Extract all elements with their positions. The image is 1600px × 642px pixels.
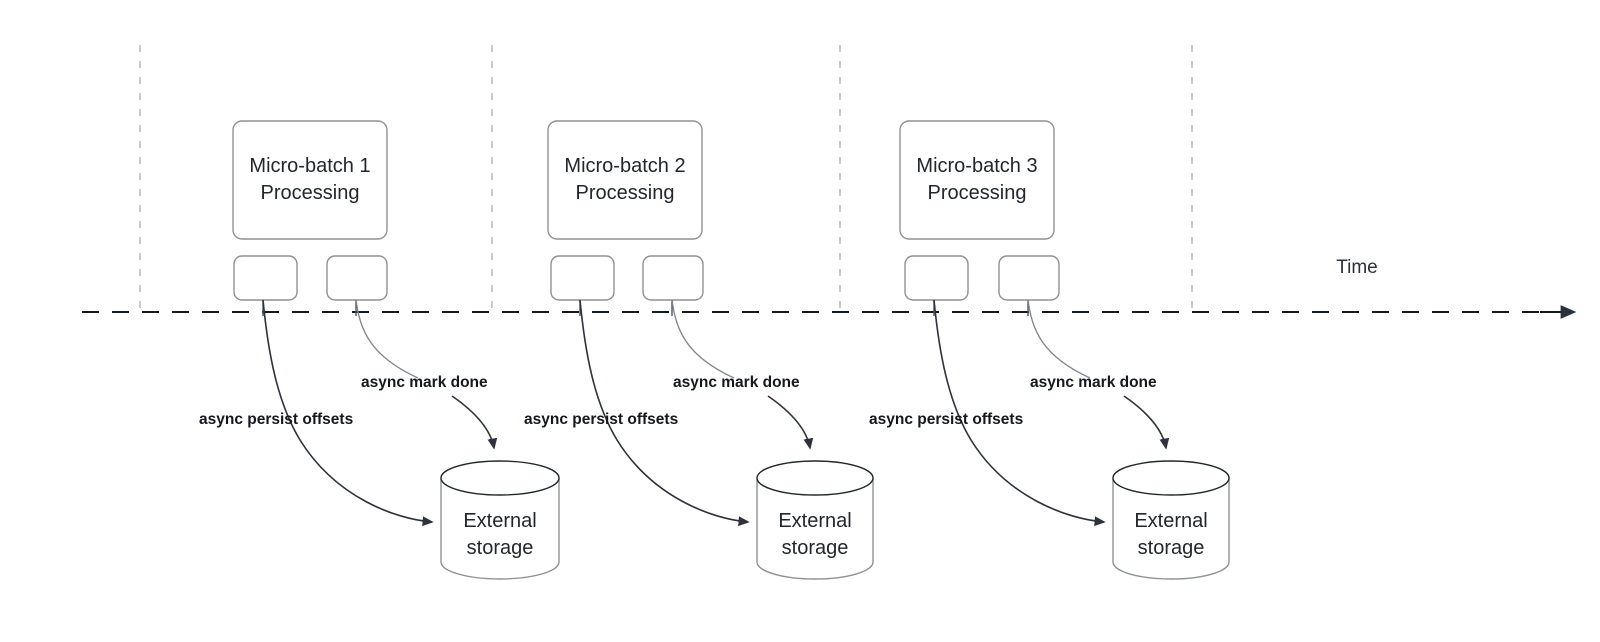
- edge-async-persist-offsets-3-label: async persist offsets: [869, 411, 1023, 428]
- external-storage-2-top: [756, 460, 874, 496]
- micro-batch-3-label-line2: Processing: [928, 182, 1027, 204]
- external-storage-1-label-line2: storage: [467, 537, 534, 559]
- micro-batch-3-label-line1: Micro-batch 3: [916, 155, 1037, 177]
- edge-async-mark-done-2-label: async mark done: [673, 374, 800, 391]
- external-storage-1-label-line1: External: [463, 510, 536, 532]
- external-storage-1-top: [440, 460, 560, 496]
- edge-async-persist-offsets-1: [262, 299, 434, 527]
- micro-batch-2-label-line2: Processing: [576, 182, 675, 204]
- micro-batch-2-label-line1: Micro-batch 2: [564, 155, 685, 177]
- batch-group-3: Micro-batch 3 Processing async persist o…: [869, 120, 1230, 580]
- edge-async-mark-done-2-upper: [671, 299, 735, 379]
- edge-async-persist-offsets-2: [579, 299, 750, 527]
- batch-group-2: Micro-batch 2 Processing async persist o…: [524, 120, 874, 580]
- edge-async-persist-offsets-2-label: async persist offsets: [524, 411, 678, 428]
- edge-async-persist-offsets-1-label: async persist offsets: [199, 411, 353, 428]
- edge-async-mark-done-2-lower: [767, 395, 814, 450]
- task-persist-3-box[interactable]: [904, 255, 969, 301]
- task-markdone-2-box[interactable]: [642, 255, 704, 301]
- external-storage-3-body: [1112, 477, 1230, 580]
- time-axis-label: Time: [1336, 257, 1378, 278]
- external-storage-3-top: [1112, 460, 1230, 496]
- external-storage-1[interactable]: External storage: [440, 460, 560, 580]
- external-storage-3[interactable]: External storage: [1112, 460, 1230, 580]
- divider-group: [139, 45, 1193, 312]
- edge-async-mark-done-1-lower: [451, 395, 498, 450]
- task-markdone-3-box[interactable]: [998, 255, 1060, 301]
- edge-async-mark-done-1-upper: [355, 299, 419, 379]
- edge-async-mark-done-1-label: async mark done: [361, 374, 488, 391]
- task-persist-1-box[interactable]: [233, 255, 298, 301]
- external-storage-1-body: [440, 477, 560, 580]
- edge-async-persist-offsets-3: [933, 299, 1106, 527]
- batch-group-1: Micro-batch 1 Processing async persist o…: [199, 120, 560, 580]
- time-axis: Time: [82, 257, 1577, 319]
- external-storage-2-body: [756, 477, 874, 580]
- external-storage-3-label-line1: External: [1134, 510, 1207, 532]
- external-storage-3-label-line2: storage: [1138, 537, 1205, 559]
- task-markdone-1-box[interactable]: [326, 255, 388, 301]
- external-storage-2-label-line1: External: [778, 510, 851, 532]
- micro-batch-1-box[interactable]: [232, 120, 388, 240]
- task-persist-2-box[interactable]: [550, 255, 615, 301]
- edge-async-mark-done-3-label: async mark done: [1030, 374, 1157, 391]
- micro-batch-1-label-line2: Processing: [261, 182, 360, 204]
- external-storage-2-label-line2: storage: [782, 537, 849, 559]
- micro-batch-2-box[interactable]: [547, 120, 703, 240]
- edge-async-mark-done-3-lower: [1123, 395, 1170, 450]
- external-storage-2[interactable]: External storage: [756, 460, 874, 580]
- micro-batch-1-label-line1: Micro-batch 1: [249, 155, 370, 177]
- edge-async-mark-done-3-upper: [1027, 299, 1091, 379]
- micro-batch-3-box[interactable]: [899, 120, 1055, 240]
